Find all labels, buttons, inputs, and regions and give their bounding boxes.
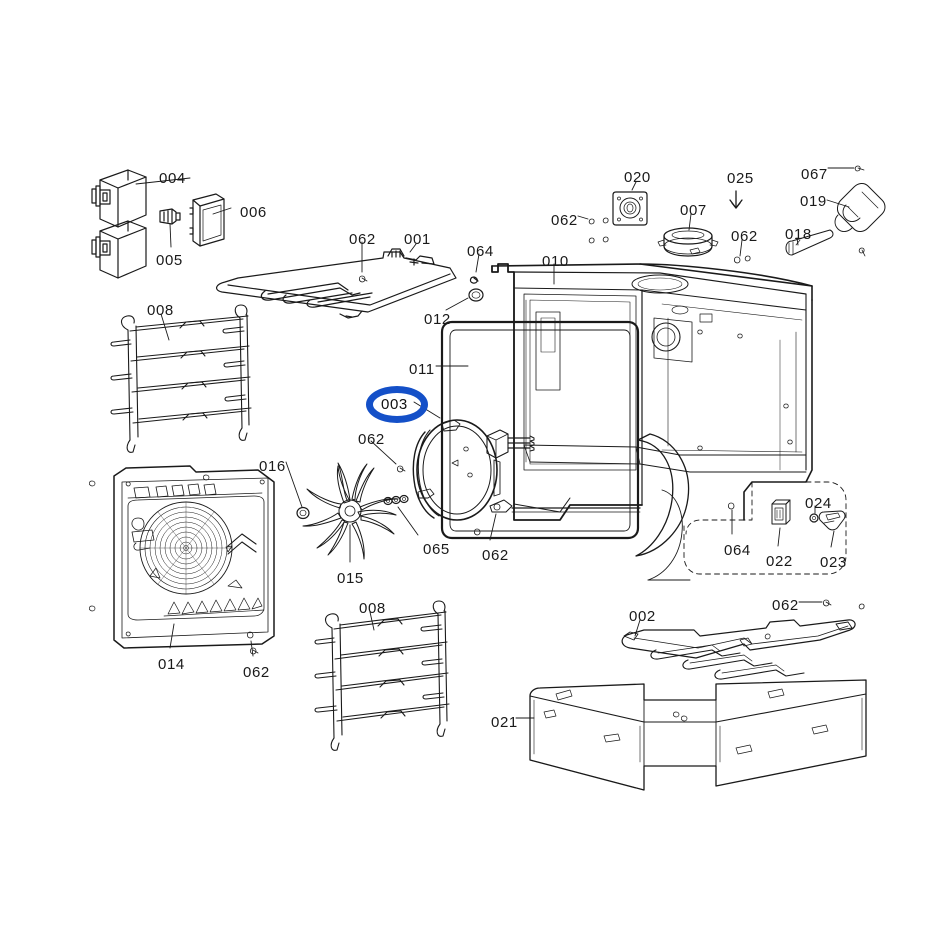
- callout-010[interactable]: 010: [542, 253, 569, 270]
- part-004-knob-lower: [91, 220, 147, 279]
- callout-008-lower[interactable]: 008: [359, 600, 386, 617]
- callout-021[interactable]: 021: [491, 714, 518, 731]
- part-021-base-tray: [529, 679, 867, 791]
- part-008-rack-upper: [110, 304, 252, 453]
- callout-064-top[interactable]: 064: [467, 243, 494, 260]
- part-016-fan-nut: [296, 506, 310, 520]
- part-007-vent-cap: [657, 227, 719, 257]
- part-001-top-heating-element: [216, 248, 457, 319]
- callout-014[interactable]: 014: [158, 656, 185, 673]
- callout-016[interactable]: 016: [259, 458, 286, 475]
- part-002-bottom-heating-element: [621, 619, 856, 680]
- callout-062-top-element[interactable]: 062: [349, 231, 376, 248]
- part-005-clip: [159, 208, 181, 225]
- callout-019[interactable]: 019: [800, 193, 827, 210]
- leader-lines: [135, 167, 855, 719]
- callout-062-base[interactable]: 062: [772, 597, 799, 614]
- callout-018[interactable]: 018: [785, 226, 812, 243]
- part-011-gasket-tail: [635, 433, 690, 557]
- part-unmarked-pin: [858, 247, 866, 257]
- part-062-screws: [249, 217, 865, 655]
- callout-025[interactable]: 025: [727, 170, 754, 187]
- callout-003-highlighted[interactable]: 003: [381, 396, 408, 413]
- callout-064-lower[interactable]: 064: [724, 542, 751, 559]
- callout-065[interactable]: 065: [423, 541, 450, 558]
- callout-024[interactable]: 024: [805, 495, 832, 512]
- part-018-lamp-screw: [785, 229, 834, 256]
- part-019-bulb-socket: [834, 183, 886, 232]
- cavity-outer-dashed-outline: [647, 489, 691, 581]
- callout-062-lamp[interactable]: 062: [551, 212, 578, 229]
- part-012-seal-ring: [468, 288, 484, 302]
- part-064-grommet-top: [469, 276, 479, 284]
- callout-012[interactable]: 012: [424, 311, 451, 328]
- part-020-lamp-plate: [612, 191, 648, 226]
- callout-023[interactable]: 023: [820, 554, 847, 571]
- part-011-door-seal: [440, 320, 640, 540]
- callout-067[interactable]: 067: [801, 166, 828, 183]
- callout-015[interactable]: 015: [337, 570, 364, 587]
- part-065-washers: [383, 494, 409, 506]
- part-022-terminal-block: [771, 499, 791, 525]
- callout-008-upper[interactable]: 008: [147, 302, 174, 319]
- part-064-grommet-lower: [727, 502, 735, 510]
- callout-020[interactable]: 020: [624, 169, 651, 186]
- part-004-knob-upper: [91, 169, 147, 228]
- callout-022[interactable]: 022: [766, 553, 793, 570]
- part-025-arrow-marker: [729, 190, 743, 209]
- callout-001[interactable]: 001: [404, 231, 431, 248]
- part-011-door-seal-inner: [449, 329, 631, 532]
- callout-005[interactable]: 005: [156, 252, 183, 269]
- callout-007[interactable]: 007: [680, 202, 707, 219]
- part-006-cover-cap: [189, 193, 225, 247]
- part-003-fan-heating-ring: [412, 419, 641, 521]
- part-024-washer: [809, 513, 819, 523]
- callout-062-ring-mount[interactable]: 062: [482, 547, 509, 564]
- part-014-inner-door-panel: [89, 465, 275, 649]
- part-023-cable-clamp: [818, 510, 846, 531]
- callout-006[interactable]: 006: [240, 204, 267, 221]
- subassembly-dashed-boundary: [683, 481, 847, 575]
- callout-062-door[interactable]: 062: [243, 664, 270, 681]
- callout-062-vent[interactable]: 062: [731, 228, 758, 245]
- callout-062-fan-ring[interactable]: 062: [358, 431, 385, 448]
- callout-004[interactable]: 004: [159, 170, 186, 187]
- part-015-fan-blade: [302, 462, 399, 560]
- part-067-screw: [854, 165, 865, 172]
- callout-011[interactable]: 011: [409, 361, 435, 378]
- part-008-rack-lower: [314, 600, 450, 751]
- callout-002[interactable]: 002: [629, 608, 656, 625]
